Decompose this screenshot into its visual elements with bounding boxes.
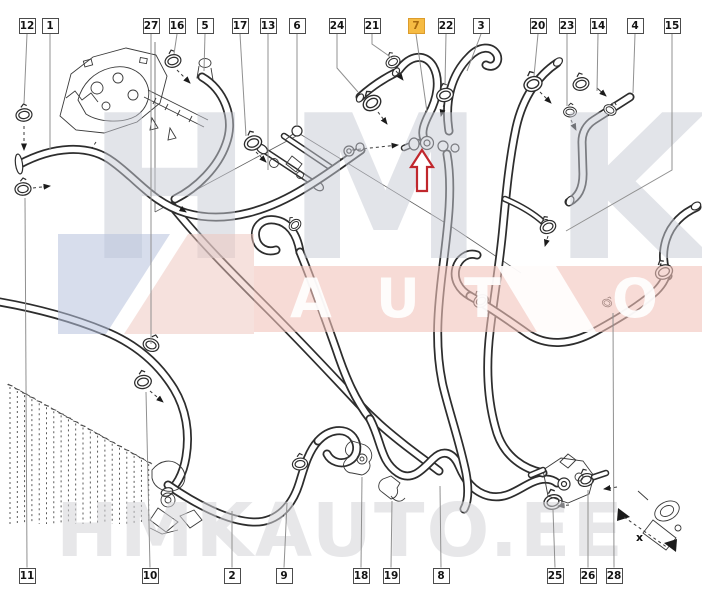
watermark-letter: A [290, 267, 332, 330]
leader-line-25 [552, 509, 556, 568]
callout-28[interactable]: 28 [605, 568, 623, 584]
watermark-letter: O [612, 267, 658, 330]
callout-10[interactable]: 10 [141, 568, 159, 584]
leader-line-19 [390, 500, 393, 568]
radiator-hatch [7, 383, 153, 524]
callout-26[interactable]: 26 [579, 568, 597, 584]
callout-19[interactable]: 19 [382, 568, 400, 584]
assembly-arrows [21, 69, 618, 509]
callout-3[interactable]: 3 [472, 18, 490, 34]
thermostat-sketch [527, 453, 610, 504]
leader-line-20 [533, 33, 539, 77]
leader-line-3 [466, 33, 482, 72]
watermark-letter: T [464, 267, 501, 330]
callout-12[interactable]: 12 [18, 18, 36, 34]
callout-14[interactable]: 14 [589, 18, 607, 34]
callout-15[interactable]: 15 [663, 18, 681, 34]
watermark-url: HMKAUTO.EE [56, 488, 625, 574]
leader-lines [23, 33, 673, 568]
callout-20[interactable]: 20 [529, 18, 547, 34]
leader-line-14 [596, 33, 599, 92]
x-arrow-icon [617, 508, 630, 521]
leader-line-22 [444, 33, 447, 86]
bracket-sketches [343, 440, 406, 502]
callout-23[interactable]: 23 [558, 18, 576, 34]
leader-line-11 [24, 197, 28, 568]
junction-fittings [343, 135, 460, 157]
callout-4[interactable]: 4 [626, 18, 644, 34]
callout-9[interactable]: 9 [275, 568, 293, 584]
callout-7[interactable]: 7 [407, 18, 425, 34]
callout-27[interactable]: 27 [142, 18, 160, 34]
leader-line-24 [336, 34, 359, 93]
leader-line-17 [239, 33, 247, 137]
leader-line-18 [360, 476, 363, 568]
leader-line-15 [565, 34, 673, 232]
leader-line-4 [632, 33, 636, 94]
callout-1[interactable]: 1 [41, 18, 59, 34]
callout-16[interactable]: 16 [168, 18, 186, 34]
callout-22[interactable]: 22 [437, 18, 455, 34]
pump-sketch [149, 460, 203, 535]
x-arrow-icon [664, 539, 677, 552]
leader-line-5 [203, 33, 206, 72]
callout-17[interactable]: 17 [231, 18, 249, 34]
leader-line-28 [612, 312, 615, 568]
leader-line-8 [439, 485, 442, 568]
callout-6[interactable]: 6 [288, 18, 306, 34]
engine-sketch [59, 47, 214, 155]
leader-line-12 [23, 33, 28, 105]
x-marker: x [636, 531, 643, 544]
callout-2[interactable]: 2 [223, 568, 241, 584]
water-pipe-sketch [255, 125, 330, 192]
callout-24[interactable]: 24 [328, 18, 346, 34]
watermark: H M K A U T O HMKAUTO.EE [56, 73, 702, 574]
callout-8[interactable]: 8 [432, 568, 450, 584]
watermark-logo-blue [58, 234, 170, 334]
hoses [0, 48, 702, 522]
leader-line-21 [371, 34, 393, 59]
leader-line-9 [283, 502, 288, 568]
callout-21[interactable]: 21 [363, 18, 381, 34]
leader-line-7 [415, 33, 428, 113]
callout-25[interactable]: 25 [546, 568, 564, 584]
red-up-arrow-icon [408, 147, 436, 193]
leader-line-10 [145, 391, 151, 568]
callout-13[interactable]: 13 [259, 18, 277, 34]
x-part-sketch: x [617, 490, 682, 552]
callout-5[interactable]: 5 [196, 18, 214, 34]
leader-line-16 [173, 33, 178, 55]
watermark-logo-red [124, 234, 254, 334]
watermark-letter: U [376, 267, 420, 330]
callout-11[interactable]: 11 [18, 568, 36, 584]
watermark-band [254, 266, 702, 332]
callout-18[interactable]: 18 [352, 568, 370, 584]
